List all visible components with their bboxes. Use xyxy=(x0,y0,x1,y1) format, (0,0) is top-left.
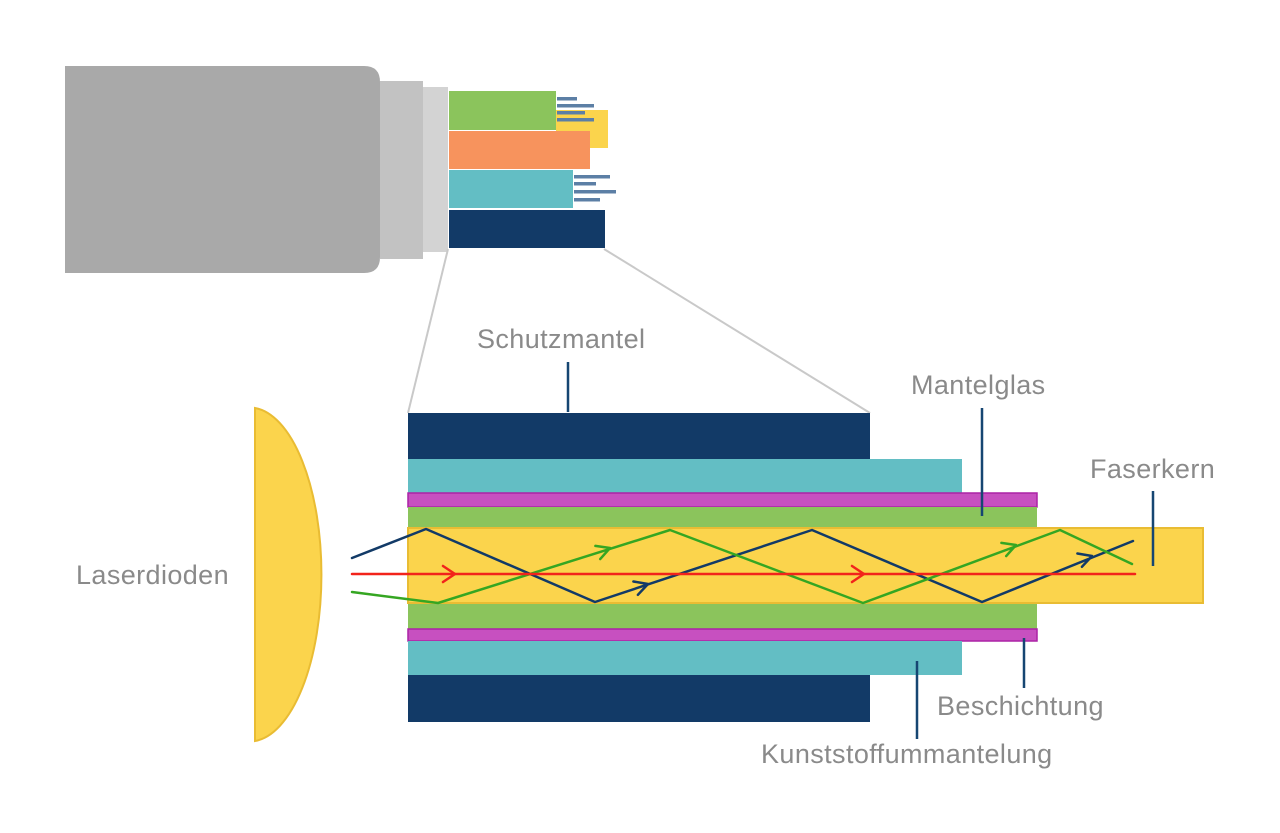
ray-navy-arrowhead xyxy=(1076,552,1094,569)
ray-navy xyxy=(350,527,1135,604)
layer-beschichtung-bottom xyxy=(407,628,1038,642)
label-kunststoffummantelung: Kunststoffummantelung xyxy=(761,739,1053,769)
fiber-ends xyxy=(557,97,616,202)
cable-strip-orange xyxy=(449,131,590,169)
fiber-cross-section xyxy=(407,413,1204,722)
fiber-line xyxy=(557,118,594,122)
layer-mantelglas-bottom xyxy=(408,603,1037,629)
label-mantelglas: Mantelglas xyxy=(911,370,1046,400)
ray-green-arrowhead xyxy=(1000,541,1018,558)
cable-outer-jacket xyxy=(65,66,380,273)
ray-green xyxy=(350,528,1134,605)
cable-inner-sheath xyxy=(423,87,448,252)
fiber-line xyxy=(574,182,596,186)
layer-beschichtung-top xyxy=(407,492,1038,508)
fiber-line xyxy=(557,97,577,101)
ray-green-arrowhead xyxy=(594,544,612,561)
fiber-line xyxy=(557,104,594,108)
fiber-line xyxy=(574,198,600,202)
layer-kunststoff-top xyxy=(408,459,962,493)
cable-cutaway xyxy=(65,66,616,273)
cable-mid-sheath xyxy=(380,81,423,259)
layer-mantelglas-top xyxy=(408,507,1037,528)
cable-strip-navy xyxy=(449,210,605,248)
layer-schutzmantel-top xyxy=(408,413,870,459)
fiber-line xyxy=(557,111,585,115)
label-laserdioden: Laserdioden xyxy=(76,560,230,590)
ray-red-arrowhead xyxy=(850,564,866,584)
ray-red-arrowhead xyxy=(441,564,457,584)
light-rays xyxy=(350,527,1137,605)
fiber-line xyxy=(574,175,610,179)
laser-diode-lens xyxy=(254,406,323,743)
fiber-line xyxy=(574,190,616,194)
cable-strip-green xyxy=(449,91,556,130)
leader-lines xyxy=(566,362,1155,739)
label-faserkern: Faserkern xyxy=(1090,454,1216,484)
cable-strip-teal xyxy=(449,170,573,208)
label-schutzmantel: Schutzmantel xyxy=(477,324,646,354)
zoom-connector-left xyxy=(407,248,449,414)
zoom-connector-right xyxy=(603,248,871,414)
label-beschichtung: Beschichtung xyxy=(937,691,1104,721)
ray-navy-arrowhead xyxy=(632,580,650,597)
layer-schutzmantel-bottom xyxy=(408,675,870,722)
layer-kunststoff-bottom xyxy=(408,641,962,675)
